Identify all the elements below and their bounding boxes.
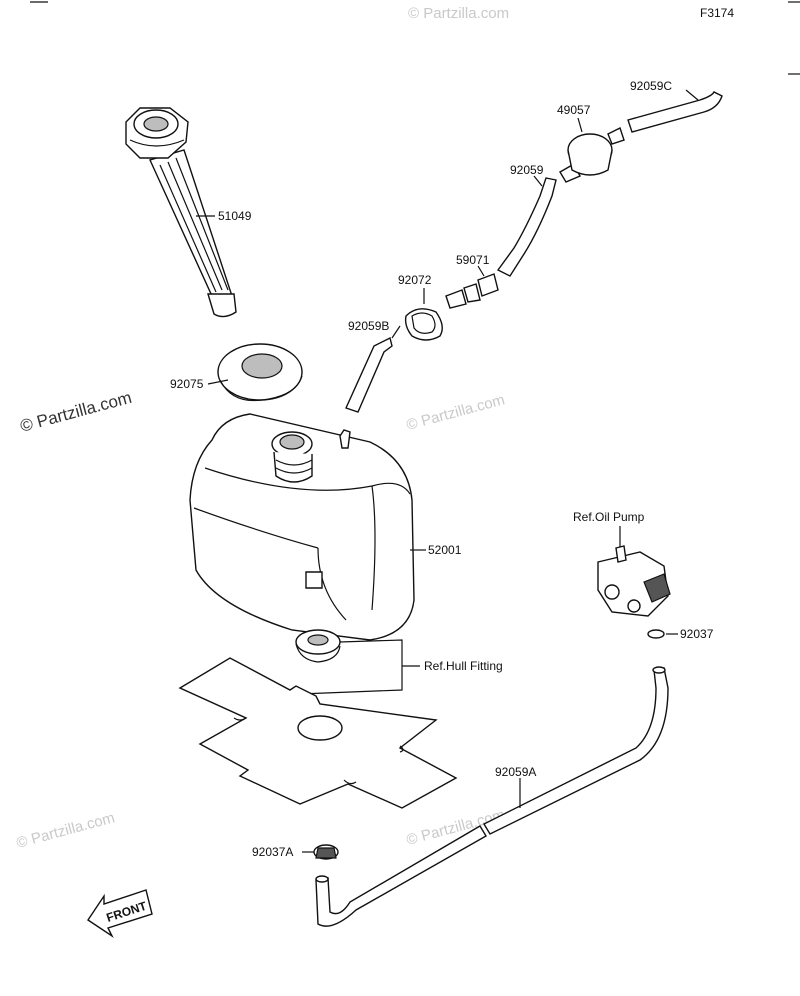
label-92059a: 92059A <box>495 765 536 779</box>
tube-92059-part <box>496 177 557 277</box>
leader-92059 <box>533 175 543 187</box>
label-52001: 52001 <box>428 543 462 557</box>
label-92059b: 92059B <box>348 319 389 333</box>
label-92059: 92059 <box>510 163 544 177</box>
tube-92059b-part <box>345 336 393 413</box>
ref-oil-pump: Ref.Oil Pump <box>573 510 645 524</box>
tube-92059c-part <box>627 91 723 133</box>
leader-59071 <box>477 265 485 277</box>
label-92075: 92075 <box>170 377 204 391</box>
label-51049: 51049 <box>218 209 252 223</box>
label-59071: 59071 <box>456 253 490 267</box>
tube-92059a-part <box>315 666 669 927</box>
joint-part <box>445 273 499 309</box>
gasket-plate-part <box>178 657 458 809</box>
label-49057: 49057 <box>557 103 591 117</box>
diagram-code: F3174 <box>700 6 734 20</box>
filler-cap-part <box>125 107 237 318</box>
label-92037a: 92037A <box>252 845 293 859</box>
clamp-part <box>404 308 443 341</box>
clip-92037-part <box>647 629 665 639</box>
leader-49057 <box>577 117 583 133</box>
hull-fitting-part <box>295 629 341 663</box>
watermark-bottom-left: © Partzilla.com <box>15 809 117 852</box>
watermark-main: © Partzilla.com <box>18 388 134 436</box>
watermark-top: © Partzilla.com <box>408 5 509 22</box>
label-92037: 92037 <box>680 627 714 641</box>
label-92059c: 92059C <box>630 79 672 93</box>
leader-92059b <box>391 325 401 339</box>
grommet-part <box>217 343 303 402</box>
label-92072: 92072 <box>398 273 432 287</box>
leader-hull-fitting <box>299 639 403 695</box>
leader-92059c <box>685 89 699 101</box>
filter-part <box>559 127 625 183</box>
ref-hull-fitting: Ref.Hull Fitting <box>424 659 503 673</box>
leader-92075 <box>207 379 229 385</box>
oil-pump-part <box>597 545 671 617</box>
fuel-tank-part <box>189 413 415 641</box>
clip-92037a-part <box>313 844 339 860</box>
watermark-mid: © Partzilla.com <box>405 391 507 434</box>
front-arrow-icon: FRONT <box>87 889 153 939</box>
